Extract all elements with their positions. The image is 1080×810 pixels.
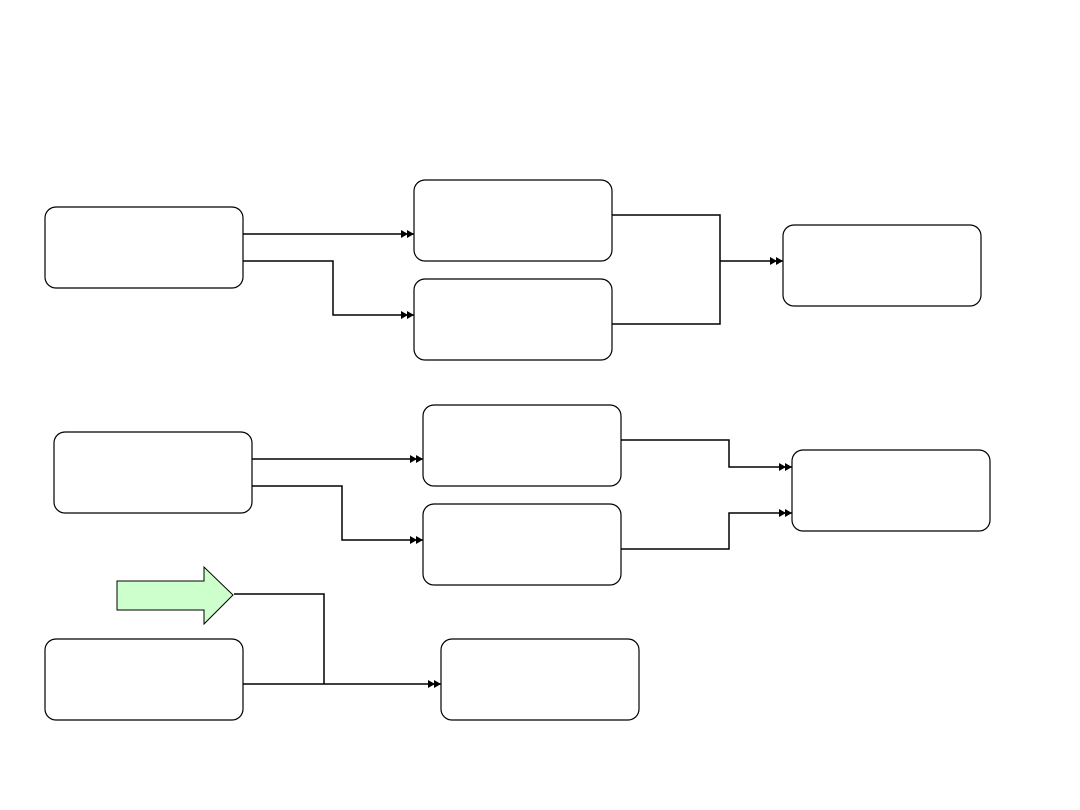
diagram-group-3: [44, 565, 640, 721]
connector-n1-n3: [243, 260, 414, 319]
right-block-arrow-icon: [116, 565, 234, 626]
process-box-n1: [44, 206, 244, 289]
diagram-group-2: [53, 404, 991, 586]
process-box-n8: [791, 449, 991, 532]
process-box-n2: [413, 179, 613, 262]
process-box-n7: [422, 503, 622, 586]
connector-arrow-merge: [234, 593, 325, 684]
process-box-n4: [782, 224, 982, 307]
process-box-n9: [44, 638, 244, 721]
connector-n3-n4: [612, 261, 721, 325]
process-box-n5: [53, 431, 253, 514]
process-box-n6: [422, 404, 622, 487]
connector-n7-n8: [621, 509, 792, 550]
connector-n5-n7: [252, 485, 423, 544]
connector-n2-n4: [612, 214, 721, 261]
process-box-n3: [413, 278, 613, 361]
connector-n6-n8: [621, 439, 792, 471]
process-box-n10: [440, 638, 640, 721]
diagram-group-1: [44, 179, 982, 361]
